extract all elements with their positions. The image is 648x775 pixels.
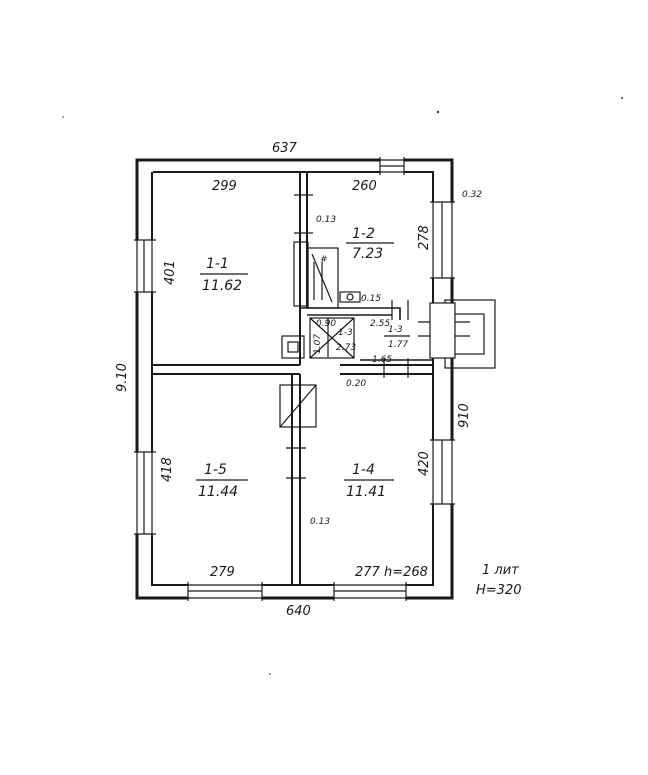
room-id: 1-5 [204, 462, 227, 478]
dim-right-overall: 910 [457, 403, 472, 428]
dim-room-1-2-top: 260 [352, 179, 377, 194]
dim-room-1-5-left: 418 [160, 457, 175, 482]
dim-room-1-5-bottom: 279 [210, 565, 235, 580]
room-1-3-hall: 1-3 1.77 [384, 325, 410, 350]
room-1-5: 1-5 11.44 [196, 462, 248, 500]
dim-partition-upper: 0.13 [316, 215, 336, 225]
dim-bottom-overall: 640 [286, 604, 311, 619]
dim-room-1-2-right: 278 [417, 225, 432, 250]
chimney-block [279, 384, 317, 428]
dim-corridor-wall: 0.20 [346, 379, 366, 389]
room-area: 1.77 [388, 340, 408, 350]
window-bottom-left [187, 582, 263, 601]
room-area: 11.62 [202, 278, 242, 294]
level-annotation: 1 лит H=320 [476, 563, 521, 598]
dim-closet-width: 1.07 [313, 334, 323, 354]
dim-top-overall: 637 [272, 141, 298, 156]
window-right-lower [430, 439, 455, 505]
room-1-1: 1-1 11.62 [200, 256, 248, 294]
window-left-lower [134, 451, 156, 535]
window-top [379, 157, 405, 175]
room-1-3-closet: 1-3 2.73 [336, 328, 356, 353]
window-bottom-right [333, 582, 407, 601]
dim-partition-lower: 0.13 [310, 517, 330, 527]
room-1-4: 1-4 11.41 [344, 462, 394, 500]
room-id: 1-3 [338, 328, 353, 338]
room-area: 11.44 [198, 484, 238, 500]
dim-room-1-1-left: 401 [163, 260, 178, 285]
dim-stove-shelf: 0.15 [361, 294, 381, 304]
outer-walls [135, 158, 454, 600]
room-area: 11.41 [346, 484, 386, 500]
room-id: 1-4 [352, 462, 375, 478]
dim-room-1-1-top: 299 [212, 179, 237, 194]
dim-room-1-4-right: 420 [417, 451, 432, 476]
dim-hall-depth: 1.65 [372, 355, 392, 365]
entrance-porch [418, 299, 496, 369]
svg-text:#: # [320, 255, 328, 265]
room-id: 1-1 [206, 256, 229, 272]
room-1-2: 1-2 7.23 [346, 226, 394, 262]
stove: # [293, 241, 339, 309]
room-id: 1-2 [352, 226, 375, 242]
sink [339, 291, 361, 303]
dim-hall-wall: 0.90 [316, 319, 336, 329]
room-area: 7.23 [352, 246, 383, 262]
window-left-upper [134, 239, 156, 293]
interior-walls [152, 172, 433, 585]
dim-room-1-4-bottom: 277 h=268 [355, 565, 428, 580]
dim-wall-outer: 0.32 [462, 190, 482, 200]
closet [309, 317, 355, 359]
room-area: 2.73 [336, 343, 356, 353]
level-label: 1 лит [482, 563, 519, 578]
room-id: 1-3 [388, 325, 403, 335]
scan-specks [62, 97, 623, 675]
ceiling-height: H=320 [476, 583, 521, 598]
dim-hall-width: 2.55 [370, 319, 390, 329]
dim-left-overall: 9.10 [115, 363, 130, 392]
vent-block [281, 335, 305, 359]
window-right-upper [430, 201, 455, 279]
